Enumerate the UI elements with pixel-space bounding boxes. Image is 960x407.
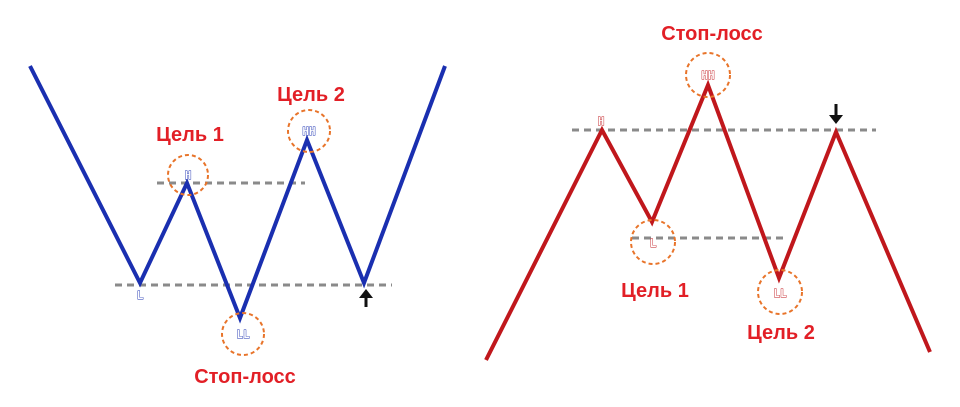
right-price-zigzag (484, 79, 932, 361)
right-l-circle (630, 219, 676, 265)
right-point-h: H (598, 115, 605, 128)
left-hh-circle (287, 109, 331, 153)
right-point-ll: LL (773, 287, 787, 300)
arrow-up-icon (359, 289, 373, 307)
right-hh-circle (685, 52, 731, 98)
left-price-zigzag (28, 65, 447, 324)
left-point-ll: LL (236, 328, 250, 341)
left-stoploss-label: Стоп-лосс (194, 366, 296, 388)
left-ll-circle (221, 312, 265, 356)
right-point-hh: HH (701, 69, 714, 82)
right-stoploss-label: Стоп-лосс (661, 23, 763, 45)
right-target2-label: Цель 2 (747, 322, 815, 344)
left-point-h: H (185, 169, 192, 182)
arrow-down-icon (829, 104, 843, 124)
left-point-l: L (137, 289, 144, 302)
left-pattern: L H LL HH Цель 1 Цель 2 Стоп-лосс (28, 65, 447, 388)
right-target1-label: Цель 1 (621, 280, 689, 302)
left-point-hh: HH (302, 125, 315, 138)
left-target2-label: Цель 2 (277, 84, 345, 106)
right-pattern: H HH L LL Стоп-лосс Цель 1 Цель 2 (484, 23, 932, 361)
right-point-l: L (650, 237, 657, 250)
left-target1-label: Цель 1 (156, 124, 224, 146)
left-h-circle (167, 154, 209, 196)
right-ll-circle (757, 269, 803, 315)
